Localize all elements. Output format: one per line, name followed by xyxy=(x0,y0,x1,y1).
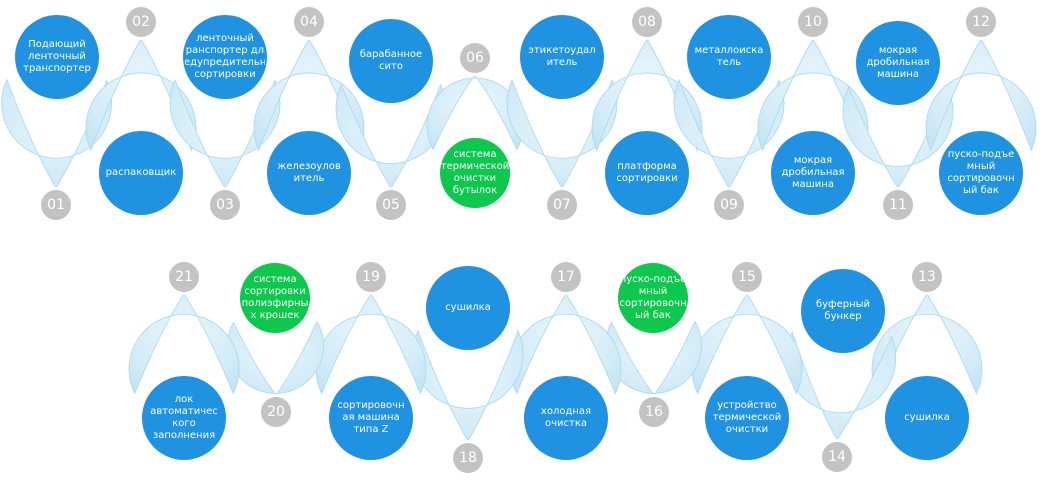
number-badge xyxy=(966,7,996,37)
number-badge xyxy=(41,190,71,220)
number-badge xyxy=(261,397,291,427)
step-circle xyxy=(426,266,510,350)
step-circle xyxy=(440,138,510,208)
process-step-19 xyxy=(315,259,427,463)
step-circle xyxy=(15,15,99,99)
number-badge xyxy=(356,262,386,292)
process-step-12 xyxy=(925,4,1037,218)
step-circle xyxy=(856,21,940,105)
number-badge xyxy=(822,442,852,472)
step-circle xyxy=(687,15,771,99)
number-badge xyxy=(912,262,942,292)
process-step-18 xyxy=(412,263,524,476)
step-circle xyxy=(183,15,267,99)
number-badge xyxy=(883,190,913,220)
process-step-09 xyxy=(673,12,785,223)
number-badge xyxy=(126,7,156,37)
number-badge xyxy=(551,262,581,292)
droplet-shape xyxy=(128,293,240,395)
process-step-08 xyxy=(591,4,703,218)
number-badge xyxy=(547,190,577,220)
number-badge xyxy=(169,262,199,292)
process-step-21 xyxy=(128,259,240,463)
step-circle xyxy=(524,376,608,460)
process-step-15 xyxy=(691,259,803,463)
step-circle xyxy=(142,376,226,460)
step-circle xyxy=(240,263,310,333)
process-step-14 xyxy=(785,266,897,475)
number-badge xyxy=(732,262,762,292)
step-circle xyxy=(885,376,969,460)
number-badge xyxy=(714,190,744,220)
number-badge xyxy=(453,443,483,473)
step-circle xyxy=(801,269,885,353)
process-step-02 xyxy=(85,4,197,218)
step-circle xyxy=(349,19,433,103)
step-circle xyxy=(605,131,689,215)
number-badge xyxy=(210,190,240,220)
number-badge xyxy=(798,7,828,37)
process-step-17 xyxy=(510,259,622,463)
number-badge xyxy=(632,7,662,37)
step-circle xyxy=(705,376,789,460)
step-circle xyxy=(267,131,351,215)
droplet-shape xyxy=(925,38,1037,152)
step-circle xyxy=(99,131,183,215)
step-circle xyxy=(329,376,413,460)
process-step-16 xyxy=(605,260,702,430)
number-badge xyxy=(460,43,490,73)
step-circle xyxy=(771,131,855,215)
step-circle xyxy=(618,263,688,333)
process-step-06 xyxy=(426,40,524,211)
number-badge xyxy=(376,190,406,220)
step-circle xyxy=(520,15,604,99)
step-circle xyxy=(939,131,1023,215)
process-step-20 xyxy=(227,260,324,430)
droplet-shape xyxy=(412,329,524,442)
number-badge xyxy=(294,7,324,37)
process-step-05 xyxy=(335,16,447,223)
number-badge xyxy=(639,397,669,427)
process-step-10 xyxy=(757,4,869,218)
